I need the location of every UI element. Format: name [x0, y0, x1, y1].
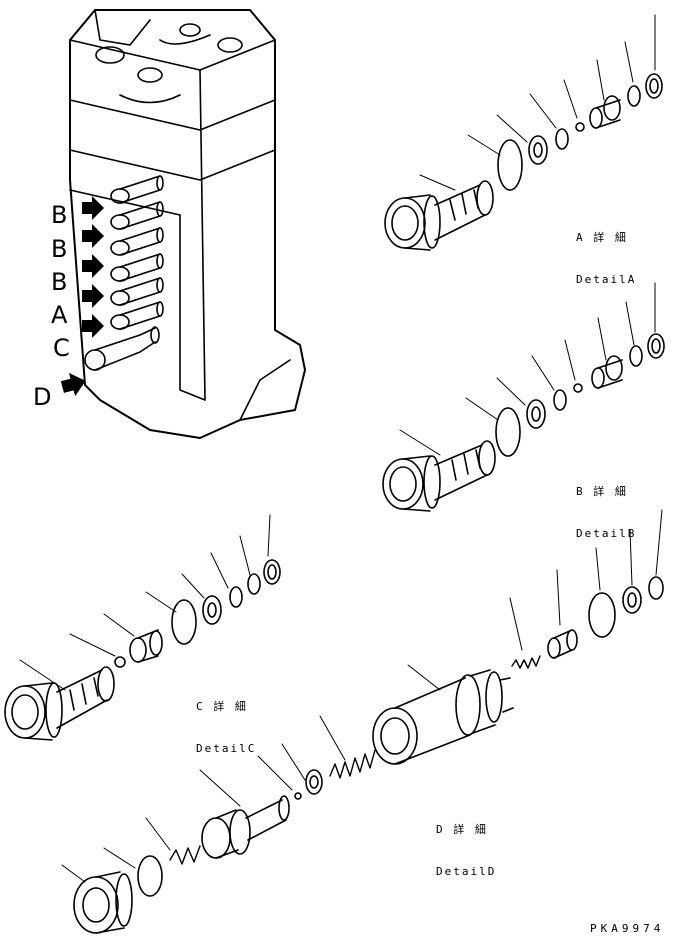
detail-a-title: A 詳 細: [576, 231, 628, 244]
detail-d-washer: [305, 769, 323, 795]
detail-a-subtitle: DetailA: [576, 273, 637, 286]
detail-c-washer: [263, 559, 281, 585]
detail-b-subtitle: DetailB: [576, 527, 637, 540]
detail-d-plug: [73, 871, 133, 934]
detail-b-oring-2: [629, 345, 643, 367]
detail-d-ball: [294, 792, 302, 800]
detail-d-backup-ring: [622, 586, 642, 614]
detail-a-caption: A 詳 細 DetailA: [576, 203, 636, 301]
detail-a-oring-2: [627, 85, 641, 107]
callout-label-c: C: [53, 334, 70, 362]
detail-c-small-ring-2: [247, 573, 261, 595]
detail-d-small-ring: [648, 576, 664, 600]
detail-c-ball: [114, 656, 126, 668]
detail-a-ball: [575, 122, 585, 132]
detail-c-caption: C 詳 細 DetailC: [196, 672, 256, 770]
detail-d-spring-small: [511, 655, 541, 669]
detail-b-plug: [591, 355, 623, 389]
detail-b-washer: [647, 333, 665, 359]
detail-c-title: C 詳 細: [196, 700, 248, 713]
detail-d-lower-spool: [201, 795, 290, 859]
detail-c-parts: [4, 514, 281, 741]
detail-b-parts: [382, 282, 665, 512]
detail-b-title: B 詳 細: [576, 485, 628, 498]
detail-b-spool: [382, 440, 496, 512]
callout-arrows: [60, 196, 104, 397]
detail-d-poppet: [547, 629, 578, 659]
detail-d-spring-2: [169, 845, 201, 865]
valve-spool-ports: [84, 175, 164, 371]
detail-c-small-ring: [229, 586, 243, 608]
detail-b-backup-ring: [526, 399, 546, 429]
detail-d-spring: [329, 749, 376, 779]
callout-label-d: D: [33, 383, 52, 411]
detail-c-subtitle: DetailC: [196, 742, 257, 755]
control-valve-block: [69, 9, 306, 439]
detail-c-spool: [4, 666, 115, 741]
detail-d-oring-2: [137, 855, 163, 897]
detail-a-oring: [497, 139, 523, 191]
detail-b-caption: B 詳 細 DetailB: [576, 457, 636, 555]
detail-b-small-ring: [553, 389, 567, 411]
detail-d-caption: D 詳 細 DetailD: [436, 795, 496, 893]
callout-label-b2: B: [51, 235, 68, 263]
drawing-code: PKA9974: [590, 922, 665, 935]
detail-b-ball: [573, 383, 583, 393]
detail-d-body: [372, 669, 514, 765]
detail-a-spool: [384, 180, 494, 251]
detail-a-plug: [589, 95, 621, 129]
detail-a-washer: [645, 73, 663, 99]
callout-label-a: A: [51, 301, 68, 329]
detail-c-backup-ring: [202, 595, 222, 625]
detail-a-backup-ring: [528, 135, 548, 165]
detail-a-small-ring: [555, 128, 569, 150]
detail-d-parts: [61, 509, 664, 934]
detail-d-title: D 詳 細: [436, 823, 488, 836]
callout-label-b1: B: [51, 201, 68, 229]
callout-label-b3: B: [51, 268, 68, 296]
detail-d-subtitle: DetailD: [436, 865, 497, 878]
detail-b-oring: [495, 407, 521, 457]
detail-a-parts: [384, 14, 663, 251]
detail-c-oring: [171, 599, 197, 645]
detail-d-oring: [588, 592, 616, 638]
detail-c-plug: [129, 629, 163, 663]
